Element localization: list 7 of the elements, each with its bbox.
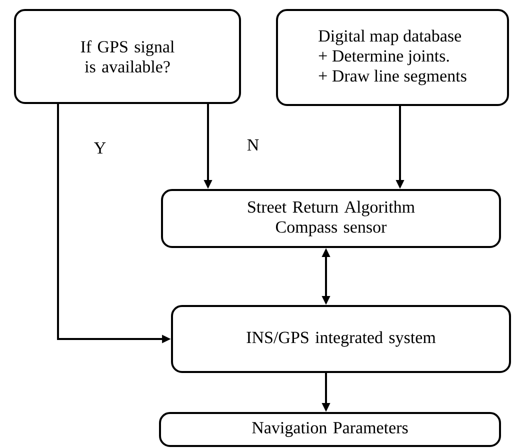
- process-box: INS/GPS integrated system: [171, 305, 511, 373]
- process-box: Street Return Algorithm Compass sensor: [161, 189, 501, 248]
- edge-label: Y: [92, 141, 108, 155]
- data-box: Digital map database + Determine joints. + Draw line segments: [276, 9, 509, 106]
- output-box: Navigation Parameters: [159, 412, 501, 447]
- decision-box: If GPS signal is available?: [14, 9, 241, 104]
- edge-label: N: [246, 138, 260, 152]
